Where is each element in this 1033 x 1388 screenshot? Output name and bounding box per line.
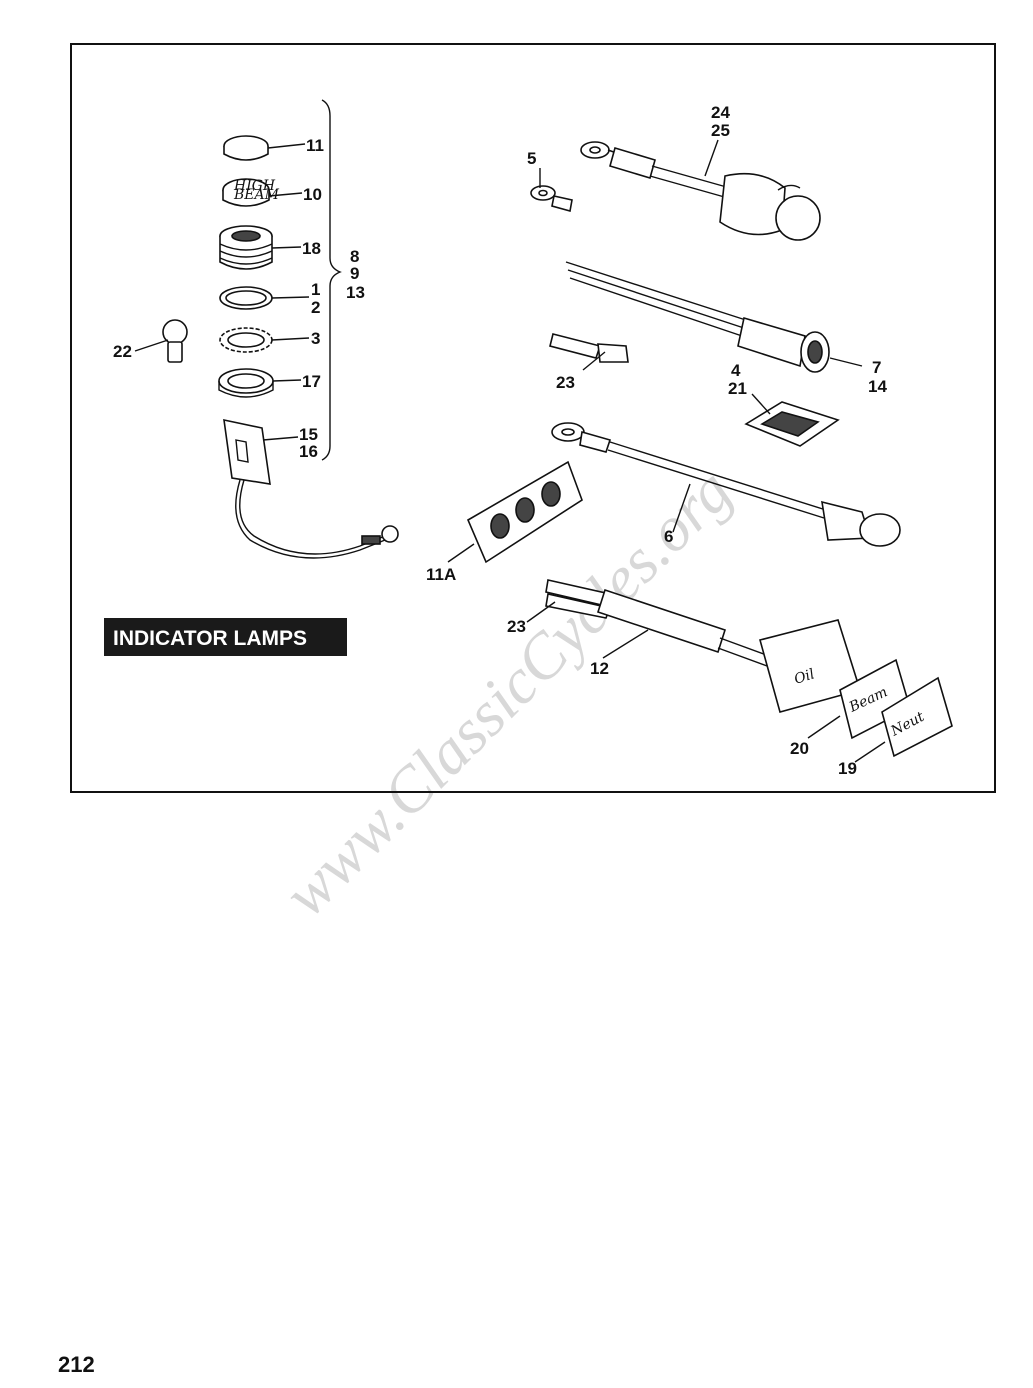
callout-21: 21	[728, 379, 747, 398]
ring-terminal-part	[530, 185, 573, 213]
title-box	[104, 618, 347, 656]
callout-5: 5	[527, 149, 536, 168]
group-brace	[321, 99, 342, 461]
socket-holder-part	[223, 418, 399, 559]
indicator-lamp-wire-part	[565, 261, 830, 373]
callout-4: 4	[731, 361, 741, 380]
beam-lens-tag-part: Beam	[839, 658, 911, 740]
callout-20: 20	[790, 739, 809, 758]
threaded-socket-part	[219, 225, 273, 270]
callout-7: 7	[872, 358, 881, 377]
terminal-socket-assembly-part	[580, 141, 821, 241]
callout-22: 22	[113, 342, 132, 361]
callout-19: 19	[838, 759, 857, 778]
callout-18: 18	[302, 239, 321, 258]
lamp-with-ring-terminal-part	[551, 422, 901, 547]
wire-terminal-part	[549, 333, 629, 363]
oil-indicator-lamp-part: Oil	[545, 579, 862, 713]
lens-high-marking: HIGH	[233, 178, 276, 194]
diagram-frame	[70, 43, 996, 793]
high-beam-lens-part: HIGH BEAM	[222, 178, 280, 207]
callout-25: 25	[711, 121, 730, 140]
callout-17: 17	[302, 372, 321, 391]
diagram-title: INDICATOR LAMPS	[113, 627, 307, 650]
callout-9: 9	[350, 264, 359, 283]
callout-8: 8	[350, 247, 359, 266]
neutral-lens-tag-part: Neut	[881, 676, 953, 758]
callout-13: 13	[346, 283, 365, 302]
callout-2: 2	[311, 298, 320, 317]
callout-10: 10	[303, 185, 322, 204]
callout-14: 14	[868, 377, 887, 396]
lens-beam-marking: BEAM	[233, 187, 280, 203]
callout-11a: 11A	[426, 565, 456, 584]
callout-23-lower: 23	[507, 617, 526, 636]
mounting-clip-part	[744, 401, 840, 447]
lamp-bracket-part	[466, 460, 583, 564]
callout-12: 12	[590, 659, 609, 678]
callout-11: 11	[306, 136, 324, 155]
retaining-nut-part	[218, 368, 274, 398]
callout-3: 3	[311, 329, 320, 348]
callout-16: 16	[299, 442, 318, 461]
callout-23-upper: 23	[556, 373, 575, 392]
callout-15: 15	[299, 425, 318, 444]
bulb-part	[162, 319, 188, 363]
callout-6: 6	[664, 527, 673, 546]
lens-cap-part	[223, 135, 269, 161]
page-number: 212	[58, 1352, 95, 1377]
callout-24: 24	[711, 103, 730, 122]
lamp-oil-marking: Oil	[792, 666, 816, 688]
callout-1: 1	[311, 280, 320, 299]
